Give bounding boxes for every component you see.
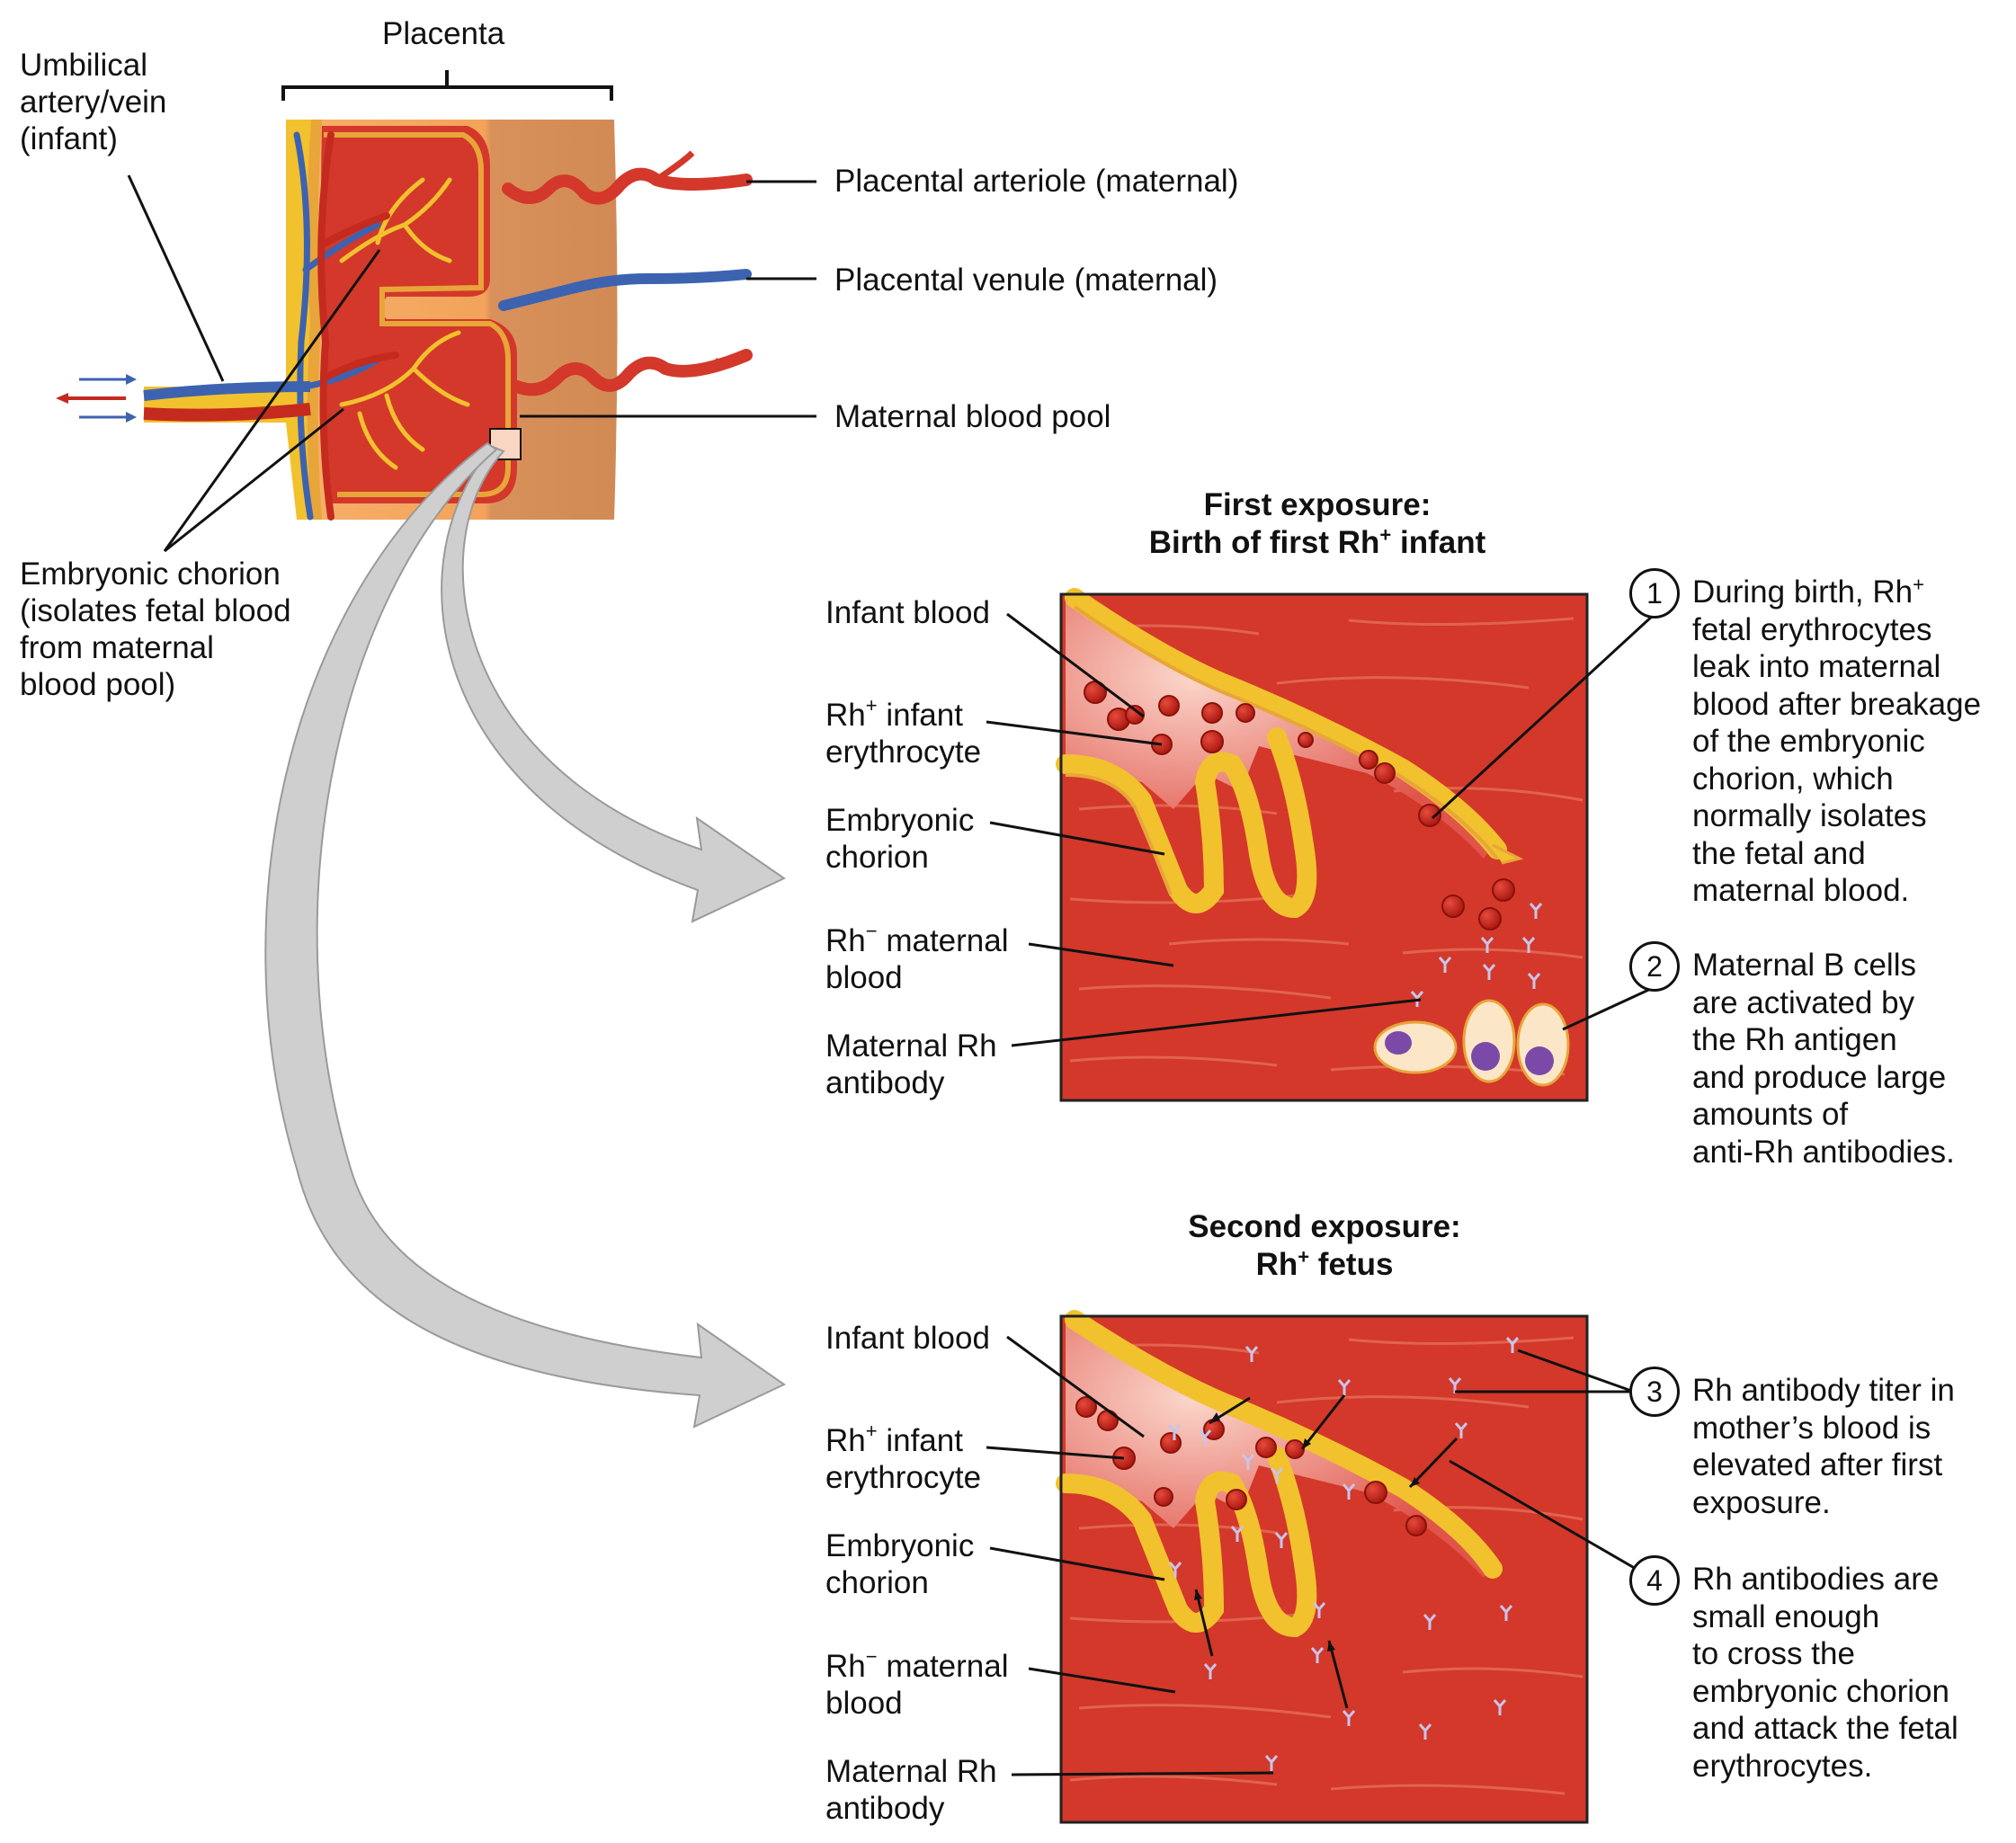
panel-1-title-line1: First exposure: <box>1203 487 1432 522</box>
panel-1-title-line2: Birth of first Rh+ infant <box>1148 523 1486 560</box>
step-3-line2: mother’s blood is <box>1692 1410 1931 1446</box>
p1-blood-label: blood <box>825 960 903 995</box>
umbilical-label-line3: (infant) <box>20 121 118 156</box>
p2-embryonic-label: Embryonic <box>825 1528 975 1563</box>
placenta-bracket <box>281 70 613 101</box>
step-1-line4: blood after breakage <box>1692 686 1982 722</box>
step-1-line6: chorion, which <box>1692 761 1894 797</box>
p2-chorion-label: chorion <box>825 1565 929 1600</box>
p2-erythrocyte-label: erythrocyte <box>825 1460 982 1495</box>
p1-infant-blood-label: Infant blood <box>825 595 990 630</box>
step-1-line2: fetal erythrocytes <box>1692 611 1932 647</box>
p2-rh-maternal-label: Rh− maternal <box>825 1645 1009 1684</box>
p1-embryonic-label: Embryonic <box>825 803 975 838</box>
step-2-line2: are activated by <box>1692 984 1915 1020</box>
p2-maternal-rh-label: Maternal Rh <box>825 1754 997 1789</box>
step-4-line2: small enough <box>1692 1598 1880 1634</box>
antibodies-panel-2 <box>1167 1337 1520 1771</box>
step-4-line3: to cross the <box>1692 1636 1855 1671</box>
step-1-badge: 1 <box>1629 568 1680 619</box>
maternal-pool-label: Maternal blood pool <box>834 399 1111 434</box>
p1-chorion-label: chorion <box>825 840 929 875</box>
step-4-text: Rh antibodies are small enough to cross … <box>1692 1561 1958 1785</box>
step-3-line4: exposure. <box>1692 1484 1831 1520</box>
step-1-line5: of the embryonic <box>1692 724 1925 759</box>
step-1-line7: normally isolates <box>1692 798 1927 833</box>
umbilical-label-line2: artery/vein <box>20 85 167 120</box>
step-2-line3: the Rh antigen <box>1692 1022 1897 1057</box>
p2-infant-blood-label: Infant blood <box>825 1321 990 1356</box>
step-2-line1: Maternal B cells <box>1692 948 1916 983</box>
panel-2-artwork <box>1056 1310 1589 1824</box>
chorion-label-line4: blood pool) <box>20 667 176 702</box>
p1-rh-maternal-label: Rh− maternal <box>825 920 1009 958</box>
step-2-text: Maternal B cells are activated by the Rh… <box>1692 947 1955 1171</box>
step-3-badge: 3 <box>1629 1367 1680 1417</box>
panel-1-artwork <box>1056 588 1589 1102</box>
p2-antibody-label: antibody <box>825 1791 945 1826</box>
p2-blood-label: blood <box>825 1686 903 1721</box>
panel-1-title: First exposure: Birth of first Rh+ infan… <box>1048 486 1587 562</box>
step-2-line5: amounts of <box>1692 1097 1849 1132</box>
placenta-illustration <box>143 120 753 521</box>
step-3-text: Rh antibody titer in mother’s blood is e… <box>1692 1372 1955 1521</box>
step-1-line8: the fetal and <box>1692 835 1866 871</box>
step-4-line1: Rh antibodies are <box>1692 1562 1940 1597</box>
step-2-badge: 2 <box>1629 941 1680 992</box>
panel-leaders <box>986 612 1656 1776</box>
p1-rh-infant-label: Rh+ infant <box>825 694 963 733</box>
chorion-label-line1: Embryonic chorion <box>20 556 281 592</box>
panel-2-title-line1: Second exposure: <box>1188 1209 1461 1244</box>
step-1-line9: maternal blood. <box>1692 873 1910 908</box>
arteriole-label: Placental arteriole (maternal) <box>834 164 1239 199</box>
antibodies-panel-1 <box>1410 903 1543 1007</box>
chorion-label-line2: (isolates fetal blood <box>20 593 291 628</box>
p2-rh-infant-label: Rh+ infant <box>825 1420 963 1458</box>
step-4-line6: erythrocytes. <box>1692 1748 1873 1784</box>
umbilical-label-line1: Umbilical <box>20 48 147 83</box>
step-2-line4: and produce large <box>1692 1059 1947 1095</box>
placenta-title: Placenta <box>382 16 505 51</box>
step-3-line1: Rh antibody titer in <box>1692 1373 1955 1408</box>
chorion-label-line3: from maternal <box>20 630 214 665</box>
panel-2-title-line2: Rh+ fetus <box>1255 1245 1394 1282</box>
panel-2-title: Second exposure: Rh+ fetus <box>1055 1208 1594 1284</box>
umbilical-flow-arrows <box>56 374 137 423</box>
step-1-line1: During birth, Rh+ <box>1692 573 1924 610</box>
placenta-leaders <box>127 174 816 553</box>
venule-label: Placental venule (maternal) <box>834 263 1218 298</box>
step-3-line3: elevated after first <box>1692 1447 1943 1482</box>
p1-antibody-label: antibody <box>825 1065 945 1100</box>
step-2-line6: anti-Rh antibodies. <box>1692 1134 1955 1170</box>
step-4-badge: 4 <box>1629 1555 1680 1606</box>
b-cells <box>1373 999 1570 1087</box>
zoom-arrows <box>264 441 786 1429</box>
step-4-line5: and attack the fetal <box>1692 1711 1958 1746</box>
p1-erythrocyte-label: erythrocyte <box>825 735 982 770</box>
p1-maternal-rh-label: Maternal Rh <box>825 1028 997 1064</box>
step-1-line3: leak into maternal <box>1692 649 1941 684</box>
step-1-text: During birth, Rh+ fetal erythrocytes lea… <box>1692 574 1981 910</box>
step-4-line4: embryonic chorion <box>1692 1673 1949 1709</box>
